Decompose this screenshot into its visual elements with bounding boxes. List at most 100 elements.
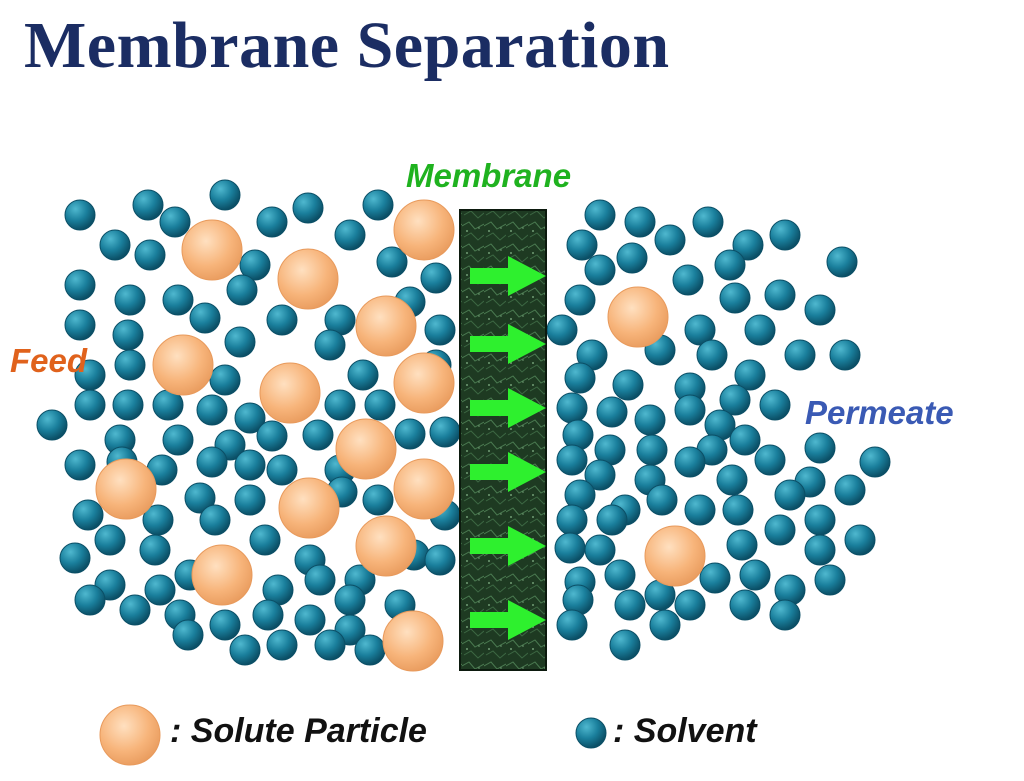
solvent-molecule (674, 394, 706, 426)
solvent-molecule (722, 494, 754, 526)
solvent-molecule (229, 634, 261, 666)
solvent-molecule (324, 389, 356, 421)
solvent-molecule (814, 564, 846, 596)
solvent-molecule (696, 339, 728, 371)
solvent-molecule (646, 484, 678, 516)
legend (99, 704, 607, 766)
solvent-molecule (112, 389, 144, 421)
solvent-molecule (684, 494, 716, 526)
solvent-molecule (376, 246, 408, 278)
solvent-molecule (362, 189, 394, 221)
membrane (459, 209, 547, 671)
flow-arrows (470, 256, 546, 640)
solvent-molecule (774, 479, 806, 511)
solvent-molecule (334, 584, 366, 616)
solvent-molecule (114, 349, 146, 381)
solvent-molecule (364, 389, 396, 421)
solvent-molecule (556, 504, 588, 536)
solvent-molecule (844, 524, 876, 556)
solvent-molecule (144, 574, 176, 606)
solvent-molecule (334, 219, 366, 251)
solvent-molecule (189, 302, 221, 334)
solvent-molecule (584, 254, 616, 286)
solvent-molecule (859, 446, 891, 478)
solvent-molecule (714, 249, 746, 281)
right-arrow-icon (470, 256, 546, 296)
solvent-molecule (604, 559, 636, 591)
solvent-molecule (209, 364, 241, 396)
legend-solute-label: : Solute Particle (170, 712, 427, 750)
solvent-molecule (732, 229, 764, 261)
solvent-molecule (209, 609, 241, 641)
solvent-molecule (739, 559, 771, 591)
solvent-molecule (292, 192, 324, 224)
solute-particle (393, 352, 455, 414)
solvent-molecule (239, 249, 271, 281)
solvent-molecule (256, 206, 288, 238)
solvent-molecule (234, 449, 266, 481)
solvent-molecule (99, 229, 131, 261)
solute-particle (152, 334, 214, 396)
solvent-molecule (132, 189, 164, 221)
solvent-molecule (554, 532, 586, 564)
solvent-molecule (36, 409, 68, 441)
solvent-molecule (74, 584, 106, 616)
right-arrow-icon (470, 452, 546, 492)
solvent-molecule (649, 609, 681, 641)
solvent-molecule (829, 339, 861, 371)
page-title: Membrane Separation (24, 9, 670, 82)
solute-particle (335, 418, 397, 480)
solvent-molecule (424, 544, 456, 576)
solvent-molecule (172, 619, 204, 651)
solvent-molecule (224, 326, 256, 358)
solvent-molecule (684, 314, 716, 346)
solute-particle (277, 248, 339, 310)
solvent-molecule (612, 369, 644, 401)
solvent-molecule-icon (575, 717, 607, 749)
solvent-molecule (546, 314, 578, 346)
solvent-molecule (624, 206, 656, 238)
solvent-molecule (764, 514, 796, 546)
solvent-molecule (354, 634, 386, 666)
solvent-molecule (556, 392, 588, 424)
solvent-molecule (64, 309, 96, 341)
solvent-molecule (112, 319, 144, 351)
solute-particle (644, 525, 706, 587)
solvent-molecule (420, 262, 452, 294)
solute-particle (393, 199, 455, 261)
solute-particles (95, 199, 706, 672)
solute-particle (191, 544, 253, 606)
solvent-molecule (266, 454, 298, 486)
solvent-molecule (556, 444, 588, 476)
solvent-molecule (556, 609, 588, 641)
solvent-molecule (114, 284, 146, 316)
solvent-molecules (36, 179, 891, 666)
solute-particle-icon (99, 704, 161, 766)
solvent-molecule (134, 239, 166, 271)
solvent-molecule (226, 274, 258, 306)
solvent-molecule (209, 179, 241, 211)
solvent-molecule (564, 362, 596, 394)
solvent-molecule (584, 459, 616, 491)
solvent-molecule (139, 534, 171, 566)
solvent-molecule (744, 314, 776, 346)
solvent-molecule (719, 282, 751, 314)
solvent-molecule (609, 629, 641, 661)
solvent-molecule (162, 424, 194, 456)
right-arrow-icon (470, 388, 546, 428)
solvent-molecule (719, 384, 751, 416)
solvent-molecule (304, 564, 336, 596)
solvent-molecule (634, 404, 666, 436)
solvent-molecule (362, 484, 394, 516)
solvent-molecule (196, 394, 228, 426)
legend-solvent-label: : Solvent (613, 712, 757, 750)
solvent-molecule (234, 484, 266, 516)
solvent-molecule (64, 269, 96, 301)
solute-particle (355, 295, 417, 357)
right-arrow-icon (470, 526, 546, 566)
solvent-molecule (804, 504, 836, 536)
solvent-molecule (314, 629, 346, 661)
solvent-molecule (64, 449, 96, 481)
solvent-molecule (769, 219, 801, 251)
